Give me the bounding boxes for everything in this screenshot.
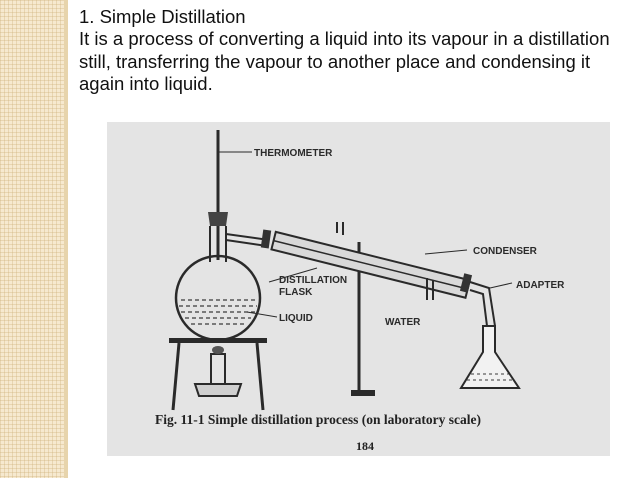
slide-body: It is a process of converting a liquid i… (79, 28, 610, 94)
distillation-figure: THERMOMETER CONDENSER ADAPTER DISTILLATI… (107, 122, 610, 456)
adapter (469, 281, 496, 327)
water-label: WATER (385, 317, 421, 328)
water-inlet (426, 278, 434, 300)
burner-flame (212, 346, 224, 354)
adapter-label: ADAPTER (516, 280, 565, 291)
adapter-leader (489, 282, 513, 289)
slide-text: 1. Simple Distillation It is a process o… (79, 5, 629, 96)
stand-base (351, 390, 375, 396)
page-number: 184 (356, 439, 374, 453)
burner-base (193, 383, 243, 397)
condenser-label: CONDENSER (473, 246, 538, 257)
burner-tube (210, 353, 226, 385)
tripod-top (169, 338, 267, 343)
distillation-flask-label-line1: DISTILLATION (279, 275, 347, 286)
distillation-flask-label-line2: FLASK (279, 287, 313, 298)
thermometer-label: THERMOMETER (254, 148, 333, 159)
liquid-leader (246, 311, 278, 318)
distillation-diagram: THERMOMETER CONDENSER ADAPTER DISTILLATI… (155, 130, 565, 453)
flask-liquid (179, 299, 257, 325)
receiving-flask (459, 325, 521, 389)
flask-stopper (208, 212, 228, 226)
liquid-label: LIQUID (279, 313, 313, 324)
slide-title: 1. Simple Distillation (79, 6, 246, 27)
figure-caption: Fig. 11-1 Simple distillation process (o… (155, 412, 481, 427)
adapter-connector (459, 273, 473, 293)
side-arm-connector (260, 229, 272, 249)
flask-side-arm (225, 233, 270, 247)
tripod-legs (171, 342, 265, 411)
water-outlet (336, 222, 344, 235)
distillation-flask (174, 254, 262, 342)
decorative-side-strip (0, 0, 68, 478)
condenser-leader (424, 249, 468, 255)
flask-leader (268, 267, 318, 283)
distillate-liquid (467, 373, 513, 381)
